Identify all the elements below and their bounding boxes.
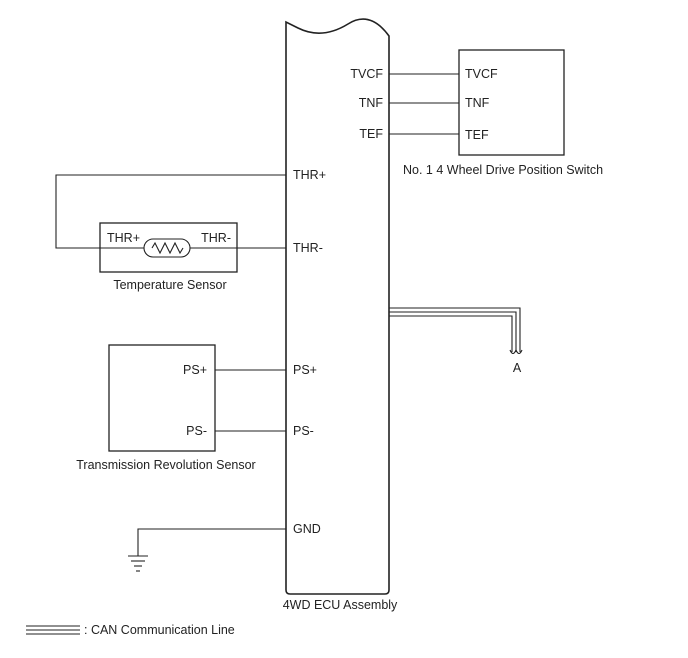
legend-text: : CAN Communication Line bbox=[84, 623, 235, 637]
ecu-pin-thr-plus: THR+ bbox=[293, 168, 326, 182]
resistor-zigzag-icon bbox=[151, 241, 184, 255]
switch-pin-tnf: TNF bbox=[465, 96, 490, 110]
temp-sensor-label: Temperature Sensor bbox=[113, 278, 226, 292]
ecu-pin-tvcf: TVCF bbox=[350, 67, 383, 81]
ecu-pin-gnd: GND bbox=[293, 522, 321, 536]
temp-sensor-pin-thr-minus: THR- bbox=[201, 231, 231, 245]
ecu-pin-ps-plus: PS+ bbox=[293, 363, 317, 377]
position-switch-label: No. 1 4 Wheel Drive Position Switch bbox=[403, 163, 603, 177]
switch-pin-tef: TEF bbox=[465, 128, 489, 142]
can-connector-label: A bbox=[513, 361, 522, 375]
can-line-legend-icon bbox=[26, 625, 80, 635]
ecu-pin-tef: TEF bbox=[359, 127, 383, 141]
can-line bbox=[389, 307, 523, 355]
wire-gnd bbox=[137, 528, 286, 556]
ecu-pin-ps-minus: PS- bbox=[293, 424, 314, 438]
ecu-pin-thr-minus: THR- bbox=[293, 241, 323, 255]
wire-thr-plus bbox=[55, 174, 286, 249]
rev-sensor-pin-ps-minus: PS- bbox=[186, 424, 207, 438]
rev-sensor-box bbox=[108, 344, 216, 452]
rev-sensor-label: Transmission Revolution Sensor bbox=[76, 458, 255, 472]
ecu-assembly-label: 4WD ECU Assembly bbox=[283, 598, 398, 612]
temp-sensor-pin-thr-plus: THR+ bbox=[107, 231, 140, 245]
ecu-assembly-outline bbox=[285, 18, 390, 595]
ground-icon bbox=[128, 555, 148, 572]
rev-sensor-pin-ps-plus: PS+ bbox=[183, 363, 207, 377]
ecu-pin-tnf: TNF bbox=[359, 96, 384, 110]
switch-pin-tvcf: TVCF bbox=[465, 67, 498, 81]
